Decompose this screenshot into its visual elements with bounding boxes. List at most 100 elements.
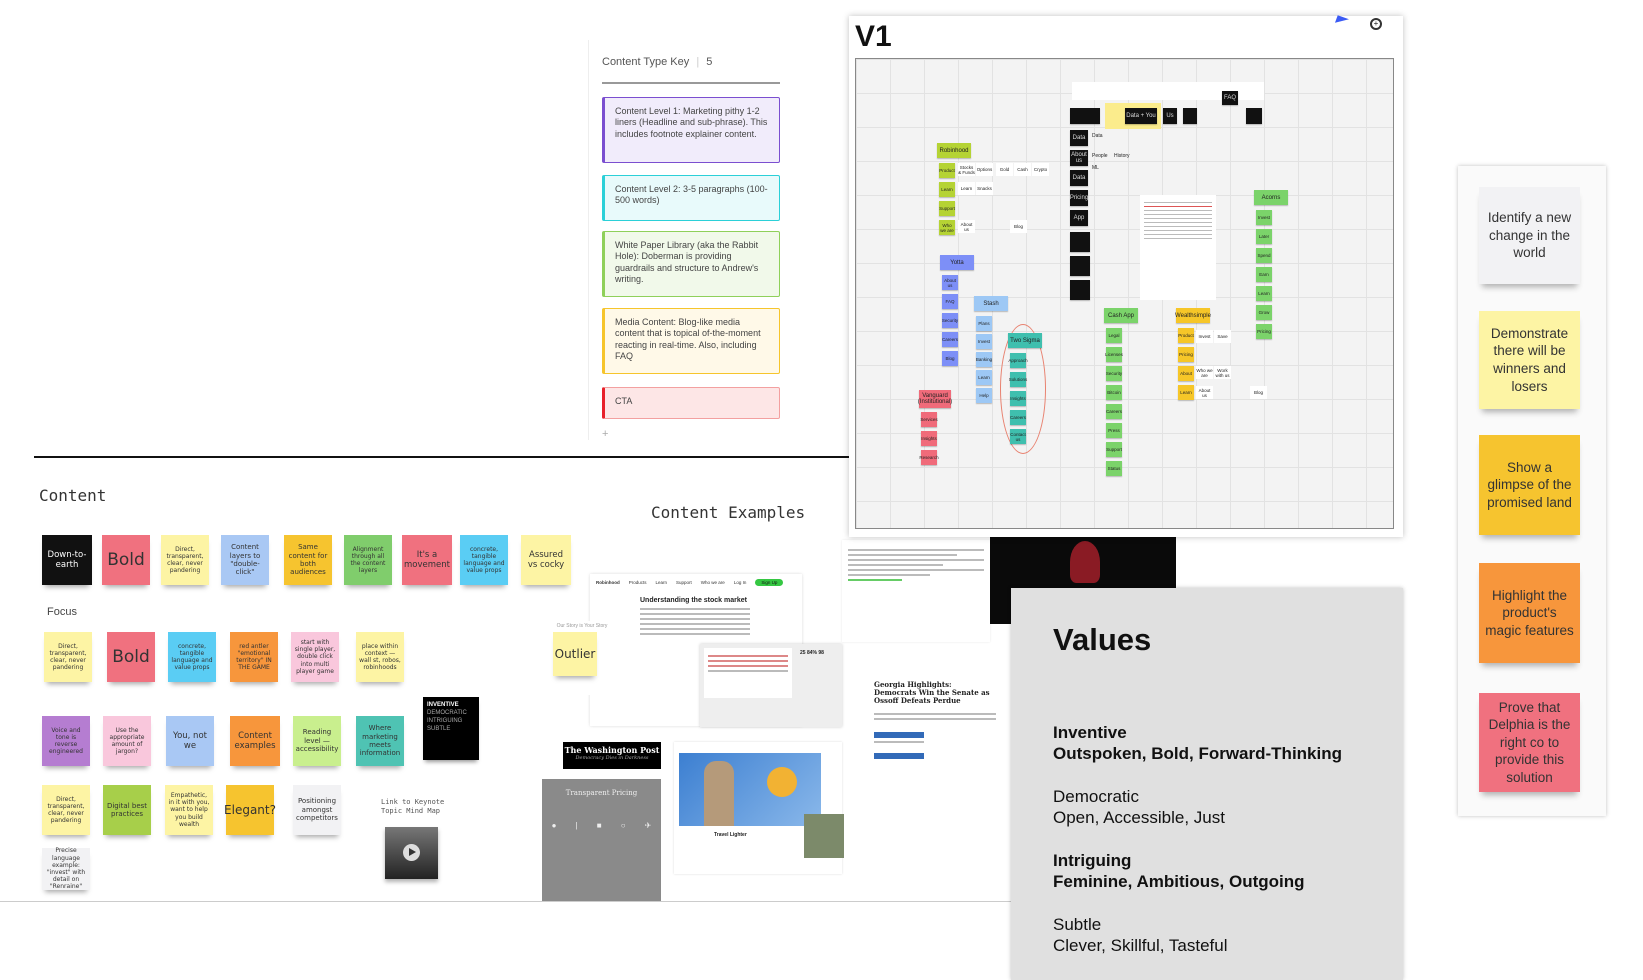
sitemap-group-wealthsimple[interactable]: Wealthsimple xyxy=(1175,308,1211,323)
sitemap-page: Who we are xyxy=(939,220,955,235)
story-title: Our Story is Your Story xyxy=(556,623,608,629)
sitemap-page: Contact us xyxy=(1010,429,1026,444)
sitemap-page: Product xyxy=(1178,328,1194,343)
bottom-divider xyxy=(0,901,1011,902)
outlier-sticky[interactable]: Outlier xyxy=(553,632,597,676)
wapo-tagline: Democracy Dies in Darkness xyxy=(575,755,649,761)
keynote-video-thumbnail[interactable] xyxy=(385,827,438,879)
content-sticky-note[interactable]: Positioning amongst competitors xyxy=(293,785,341,835)
goal-sticky-note[interactable]: Identify a new change in the world xyxy=(1479,187,1580,284)
content-sticky-note[interactable]: concrete, tangible language and value pr… xyxy=(168,632,216,682)
content-sticky-note[interactable]: place within context — wall st, robos, r… xyxy=(356,632,404,682)
content-sticky-note[interactable]: Down-to-earth xyxy=(42,535,92,585)
georgia-title: Georgia Highlights: Democrats Win the Se… xyxy=(874,680,990,706)
values-summary-card[interactable]: INVENTIVE DEMOCRATIC INTRIGUING SUBTLE xyxy=(423,697,479,760)
content-sticky-note[interactable]: Content examples xyxy=(230,716,280,766)
faq-example[interactable] xyxy=(842,540,990,642)
sitemap-board[interactable] xyxy=(855,58,1394,529)
content-type-key-card[interactable]: CTA xyxy=(602,387,780,419)
content-sticky-note[interactable]: Alignment through all the content layers xyxy=(344,535,392,585)
sitemap-subpage: Cash xyxy=(1014,163,1031,176)
content-sticky-note[interactable]: Elegant? xyxy=(224,785,276,835)
content-sticky-note[interactable]: start with single player, double click i… xyxy=(291,632,339,682)
illustration-example[interactable]: Travel Lighter xyxy=(674,742,844,874)
content-sticky-note[interactable]: Direct, transparent, clear, never pander… xyxy=(44,632,92,682)
nav-item: Support xyxy=(676,580,692,585)
sitemap-group-acorns[interactable]: Acorns xyxy=(1254,190,1288,205)
sitemap-group-cash-app[interactable]: Cash App xyxy=(1104,308,1138,323)
washington-post-example[interactable]: The Washington Post Democracy Dies in Da… xyxy=(563,742,661,769)
sitemap-group-vanguard-institutional-[interactable]: Vanguard (Institutional) xyxy=(918,390,952,408)
sitemap-page: Careers xyxy=(942,332,958,347)
add-key-button[interactable]: + xyxy=(602,428,609,440)
values-card-line: DEMOCRATIC xyxy=(427,710,467,717)
value-traits: Feminine, Ambitious, Outgoing xyxy=(1053,872,1305,892)
content-sticky-note[interactable]: Same content for both audiences xyxy=(284,535,332,585)
illustration-caption: Travel Lighter xyxy=(714,832,747,838)
goal-sticky-note[interactable]: Highlight the product's magic features xyxy=(1479,563,1580,663)
content-sticky-note[interactable]: Where marketing meets information xyxy=(356,716,404,766)
content-heading: Content xyxy=(39,486,107,505)
pricing-title: Transparent Pricing xyxy=(565,789,638,797)
content-sticky-note[interactable]: Reading level — accessibility xyxy=(293,716,341,766)
value-traits: Outspoken, Bold, Forward-Thinking xyxy=(1053,744,1342,764)
keynote-link-label[interactable]: Link to Keynote Topic Mind Map xyxy=(381,798,445,816)
content-type-key-card[interactable]: Content Level 1: Marketing pithy 1-2 lin… xyxy=(602,97,780,163)
goal-sticky-note[interactable]: Show a glimpse of the promised land xyxy=(1479,435,1580,535)
sitemap-page: Insights xyxy=(921,431,937,446)
goal-sticky-note[interactable]: Prove that Delphia is the right co to pr… xyxy=(1479,693,1580,792)
content-sticky-note[interactable]: Precise language example: "invest" with … xyxy=(42,847,90,890)
illustration-image xyxy=(679,753,821,826)
content-sticky-note[interactable]: You, not we xyxy=(166,716,214,766)
content-sticky-note[interactable]: concrete, tangible language and value pr… xyxy=(460,535,508,585)
content-type-key-card[interactable]: White Paper Library (aka the Rabbit Hole… xyxy=(602,231,780,297)
sitemap-group-stash[interactable]: Stash xyxy=(974,296,1008,311)
content-sticky-note[interactable]: Voice and tone is reverse engineered xyxy=(42,716,90,766)
value-name: Intriguing xyxy=(1053,851,1132,870)
transparent-pricing-example[interactable]: Transparent Pricing ●|■○✈ xyxy=(542,779,661,901)
sitemap-page: Support xyxy=(939,201,955,216)
zoom-add-icon[interactable]: + xyxy=(1370,18,1382,30)
content-type-key-count: 5 xyxy=(706,56,713,68)
sitemap-node: App xyxy=(1070,210,1088,226)
values-card-line: INTRIGUING xyxy=(427,718,463,725)
content-sticky-note[interactable]: Bold xyxy=(107,632,155,682)
sitemap-node: Pricing xyxy=(1070,190,1088,206)
sitemap-subpage: Blog xyxy=(1250,386,1267,399)
value-traits: Open, Accessible, Just xyxy=(1053,808,1225,828)
goal-sticky-note[interactable]: Demonstrate there will be winners and lo… xyxy=(1479,311,1580,409)
content-sticky-note[interactable]: Digital best practices xyxy=(103,785,151,835)
sitemap-subpage: About us xyxy=(958,220,975,233)
sitemap-group-two-sigma[interactable]: Two Sigma xyxy=(1008,333,1042,348)
content-sticky-note[interactable]: It's a movement xyxy=(402,535,452,585)
nav-item: Learn xyxy=(655,580,668,585)
two-sigma-highlight-ellipse xyxy=(1000,324,1046,454)
sitemap-group-robinhood[interactable]: Robinhood xyxy=(937,143,971,158)
sitemap-subpage: Gold xyxy=(996,163,1013,176)
v1-title: V1 xyxy=(855,20,892,53)
content-sticky-note[interactable]: Direct, transparent, clear, never pander… xyxy=(42,785,90,835)
content-type-key-card[interactable]: Media Content: Blog-like media content t… xyxy=(602,308,780,374)
sitemap-group-yotta[interactable]: Yotta xyxy=(940,255,974,270)
content-type-key-card[interactable]: Content Level 2: 3-5 paragraphs (100-500… xyxy=(602,175,780,221)
sitemap-page: Support xyxy=(1106,442,1122,457)
content-sticky-note[interactable]: red antler "emotional territory" IN THE … xyxy=(230,632,278,682)
content-type-key-divider xyxy=(588,40,589,440)
content-sticky-note[interactable]: Use the appropriate amount of jargon? xyxy=(103,716,151,766)
stats-readout: 25 84% 98 xyxy=(800,650,824,656)
content-sticky-note[interactable]: Empathetic, in it with you, want to help… xyxy=(165,785,213,835)
values-panel[interactable] xyxy=(1011,588,1403,980)
content-sticky-note[interactable]: Assured vs cocky xyxy=(521,535,571,585)
content-type-key-rule xyxy=(602,82,780,84)
sitemap-page: Careers xyxy=(1106,404,1122,419)
content-sticky-note[interactable]: Direct, transparent, clear, never pander… xyxy=(161,535,209,585)
sitemap-node xyxy=(1070,280,1090,300)
content-sticky-note[interactable]: Bold xyxy=(102,535,150,585)
georgia-article-example[interactable]: Georgia Highlights: Democrats Win the Se… xyxy=(872,679,998,811)
value-name: Inventive xyxy=(1053,723,1127,742)
sitemap-page: Security xyxy=(942,313,958,328)
content-sticky-note[interactable]: Content layers to "double-click" xyxy=(221,535,269,585)
